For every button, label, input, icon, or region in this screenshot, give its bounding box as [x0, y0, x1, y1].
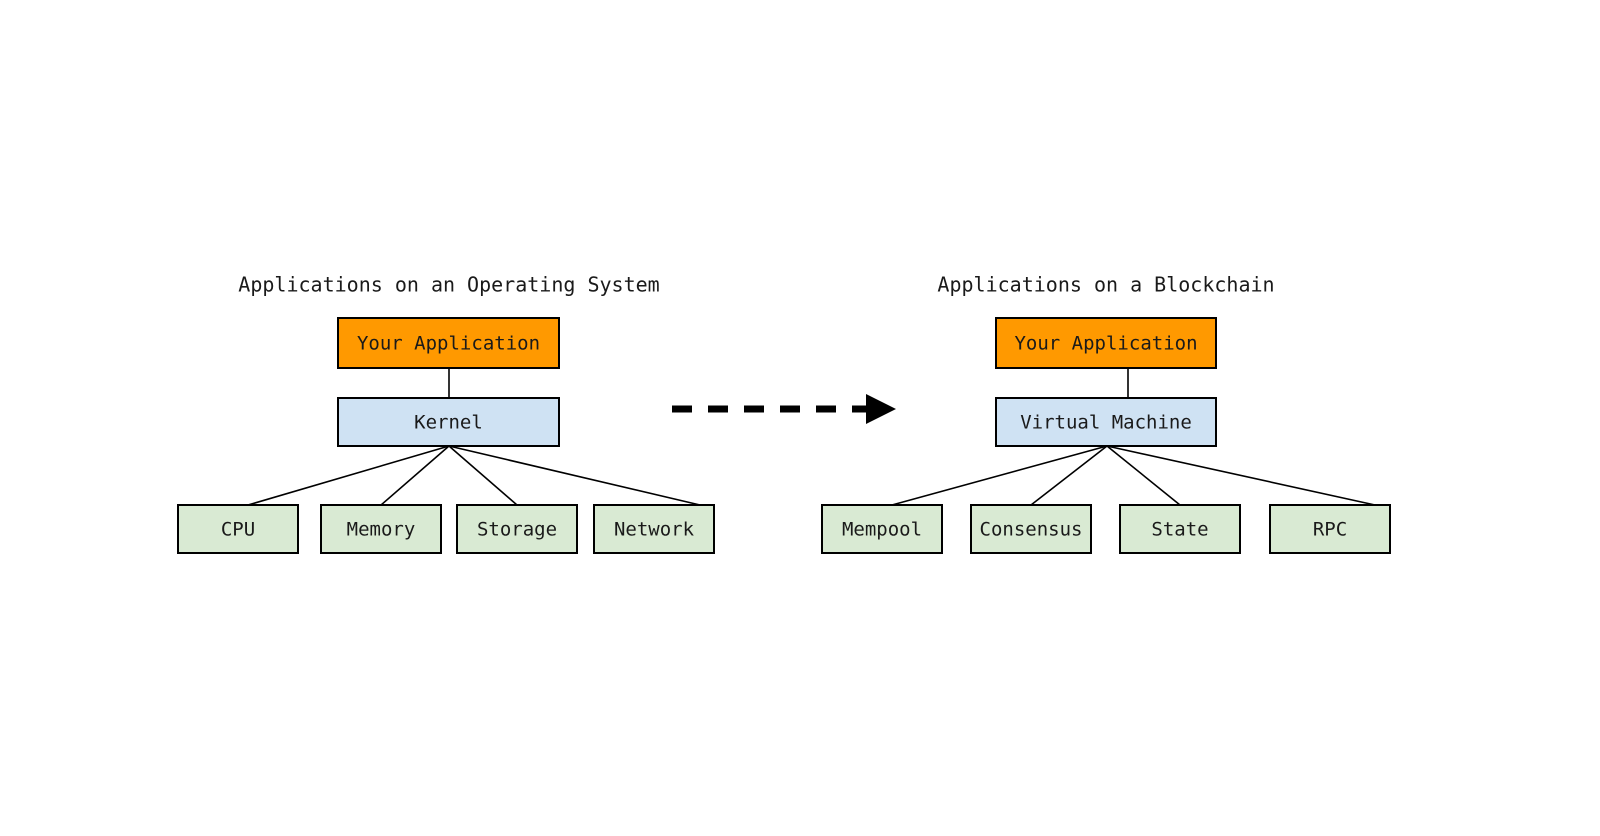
- node-rpc-rect: [1269, 504, 1391, 554]
- node-your-application-os-label: Your Application: [357, 333, 540, 355]
- node-state[interactable]: State: [1119, 504, 1241, 554]
- node-your-application-blockchain-rect: [995, 317, 1217, 369]
- node-your-application-os[interactable]: Your Application: [337, 317, 560, 369]
- node-virtual-machine[interactable]: Virtual Machine: [995, 397, 1217, 447]
- node-virtual-machine-label: Virtual Machine: [1020, 412, 1192, 434]
- dashed-transition-arrow-head: [866, 394, 896, 424]
- node-virtual-machine-rect: [995, 397, 1217, 447]
- node-consensus-rect: [970, 504, 1092, 554]
- node-consensus-label: Consensus: [980, 519, 1083, 541]
- node-consensus[interactable]: Consensus: [970, 504, 1092, 554]
- dashed-transition-arrow: [672, 394, 896, 424]
- edge-virtual-machine-to-consensus: [1030, 445, 1108, 506]
- node-state-rect: [1119, 504, 1241, 554]
- node-memory-label: Memory: [347, 519, 416, 541]
- node-kernel-label: Kernel: [414, 412, 483, 434]
- edge-kernel-to-cpu: [247, 445, 450, 506]
- node-cpu[interactable]: CPU: [177, 504, 299, 554]
- node-your-application-os-rect: [337, 317, 560, 369]
- node-your-application-blockchain[interactable]: Your Application: [995, 317, 1217, 369]
- node-storage[interactable]: Storage: [456, 504, 578, 554]
- group-title-operating-system: Applications on an Operating System: [238, 273, 659, 297]
- node-kernel-rect: [337, 397, 560, 447]
- group-blockchain: Applications on a Blockchain Your Applic…: [821, 273, 1391, 554]
- node-state-label: State: [1151, 519, 1208, 541]
- node-rpc[interactable]: RPC: [1269, 504, 1391, 554]
- node-storage-label: Storage: [477, 519, 557, 541]
- group-operating-system: Applications on an Operating System Your…: [177, 273, 715, 554]
- node-cpu-label: CPU: [221, 519, 255, 541]
- node-mempool-label: Mempool: [842, 519, 922, 541]
- edge-kernel-to-memory: [380, 445, 450, 506]
- node-network[interactable]: Network: [593, 504, 715, 554]
- node-mempool-rect: [821, 504, 943, 554]
- node-memory-rect: [320, 504, 442, 554]
- edge-virtual-machine-to-rpc: [1106, 445, 1376, 506]
- node-network-rect: [593, 504, 715, 554]
- edge-virtual-machine-to-state: [1106, 445, 1181, 506]
- node-network-label: Network: [614, 519, 695, 541]
- node-storage-rect: [456, 504, 578, 554]
- node-kernel[interactable]: Kernel: [337, 397, 560, 447]
- node-mempool[interactable]: Mempool: [821, 504, 943, 554]
- node-cpu-rect: [177, 504, 299, 554]
- node-your-application-blockchain-label: Your Application: [1014, 333, 1197, 355]
- edge-virtual-machine-to-mempool: [891, 445, 1108, 506]
- node-memory[interactable]: Memory: [320, 504, 442, 554]
- node-rpc-label: RPC: [1313, 519, 1347, 541]
- edge-kernel-to-network: [448, 445, 701, 506]
- edge-kernel-to-storage: [448, 445, 518, 506]
- group-title-blockchain: Applications on a Blockchain: [937, 273, 1274, 297]
